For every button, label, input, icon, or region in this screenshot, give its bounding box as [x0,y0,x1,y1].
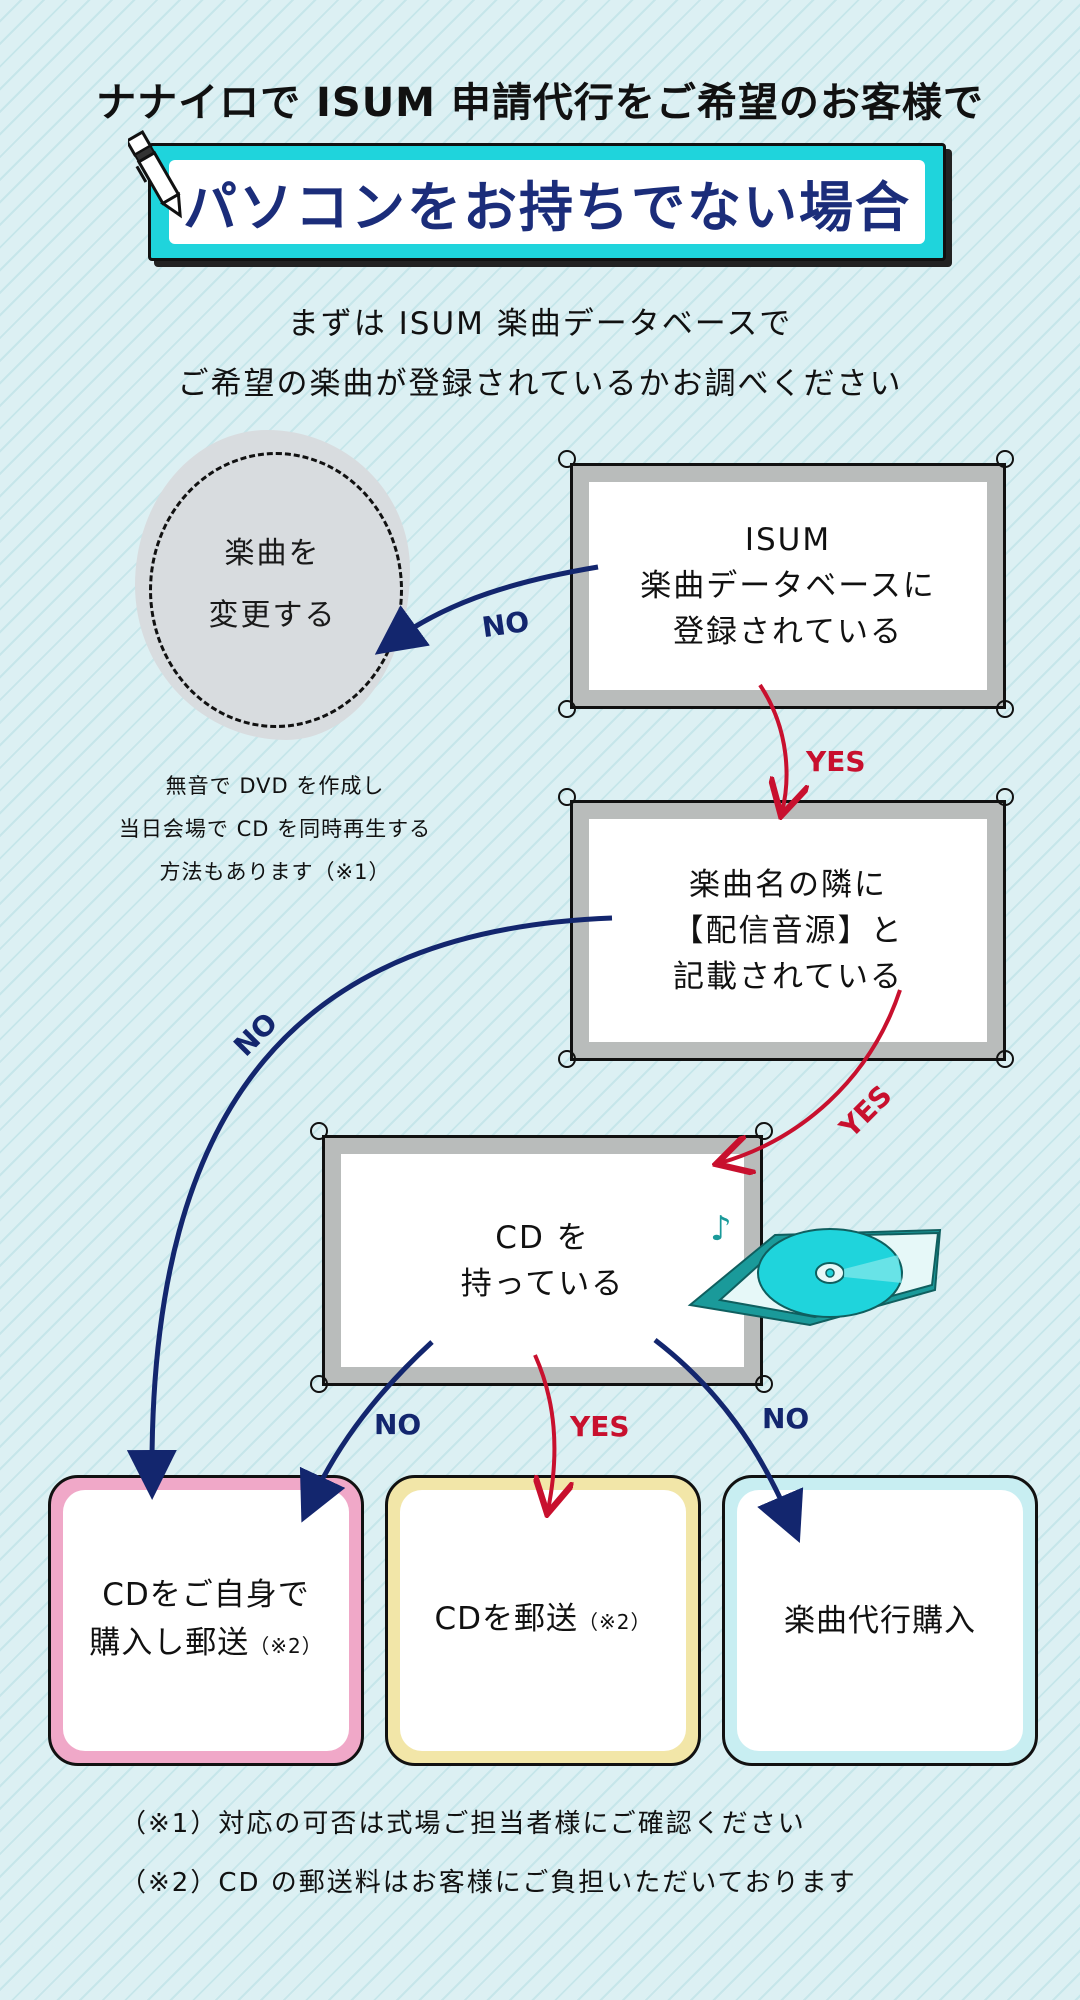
intro-line-2: ご希望の楽曲が登録されているかお調べください [177,366,903,402]
buy-cd-text: CDをご自身で 購入し郵送（※2） [89,1571,322,1670]
arrow-no-proxy [653,1338,804,1543]
intro-line-1: まずは ISUM 楽曲データベースで [287,306,793,342]
footnote-ref: （※2） [249,1634,323,1658]
corner-loop [755,1375,773,1393]
corner-loop [755,1122,773,1140]
arrow-no-buy-cd [126,915,613,1500]
cd-case-icon: ♪ [687,1209,942,1327]
label-no: NO [374,1408,422,1441]
change-song-line: 楽曲を [224,536,321,571]
corner-loop [996,1050,1014,1068]
node-line: ISUM [744,522,832,558]
corner-loop [558,788,576,806]
node-line: 持っている [460,1265,625,1302]
dvd-note-line: 当日会場で CD を同時再生する [118,817,432,841]
corner-loop [996,788,1014,806]
corner-loop [558,700,576,718]
node-content [63,1490,349,1751]
corner-loop [310,1375,328,1393]
dashed-circle [149,452,403,728]
node-line: CD を [495,1219,590,1256]
node-content: CD を 持っている [341,1154,744,1367]
corner-loop [996,450,1014,468]
banner-inner: パソコンをお持ちでない場合 [169,160,925,244]
corner-loop [558,450,576,468]
dvd-note: 無音で DVD を作成し 当日会場で CD を同時再生する 方法もあります（※1… [95,765,455,894]
arrow-no-change-song [374,564,599,655]
footnote-2: （※2）CD の郵送料はお客様にご負担いただいております [120,1868,857,1898]
banner-text: パソコンをお持ちでない場合 [183,175,911,239]
label-no: NO [479,604,532,645]
pen-icon [128,129,182,219]
node-line: 記載されている [672,958,904,995]
footnote-1: （※1）対応の可否は式場ご担当者様にご確認ください [120,1809,806,1839]
music-note-icon: ♪ [710,1209,732,1249]
arrow-yes-streaming [758,683,787,812]
mail-cd-node: CDを郵送（※2） [385,1475,701,1766]
node-line: 購入し郵送 [89,1625,250,1661]
node-line: CDを郵送 [434,1601,579,1637]
arrow-no-buy-cd-2 [299,1340,434,1523]
buy-cd-node: CDをご自身で 購入し郵送（※2） [48,1475,364,1766]
change-song-node: 楽曲を 変更する [135,430,410,740]
arrow-yes-have-cd [720,989,902,1163]
mail-cd-text: CDを郵送（※2） [434,1595,651,1646]
footnote-ref: （※2） [578,1610,652,1634]
label-no: NO [762,1402,810,1435]
dvd-note-line: 無音で DVD を作成し [165,774,385,798]
corner-loop [310,1122,328,1140]
corner-loop [558,1050,576,1068]
change-song-line: 変更する [208,598,337,633]
label-yes: YES [806,745,866,778]
node-content: ISUM 楽曲データベースに 登録されている [589,482,987,690]
arrow-yes-mail-cd [535,1354,554,1510]
proxy-purchase-text: 楽曲代行購入 [784,1602,976,1639]
node-line: 楽曲名の隣に [689,866,887,903]
node-line: 楽曲データベースに [640,568,936,604]
header-title: ナナイロで ISUM 申請代行をご希望のお客様で [96,80,984,126]
node-line: 登録されている [672,614,904,650]
node-content [400,1490,686,1751]
isum-registered-node: ISUM 楽曲データベースに 登録されている [570,463,1006,709]
node-line: CDをご自身で [102,1577,310,1613]
streaming-source-node: 楽曲名の隣に 【配信音源】と 記載されている [570,800,1006,1061]
change-song-text: 楽曲を 変更する [135,430,410,740]
have-cd-node: CD を 持っている [322,1135,763,1386]
banner: パソコンをお持ちでない場合 [148,143,946,261]
corner-loop [996,700,1014,718]
node-line: 【配信音源】と [672,912,904,949]
label-yes: YES [570,1410,630,1443]
dvd-note-line: 方法もあります（※1） [159,860,391,884]
node-content: 楽曲名の隣に 【配信音源】と 記載されている [589,819,987,1042]
